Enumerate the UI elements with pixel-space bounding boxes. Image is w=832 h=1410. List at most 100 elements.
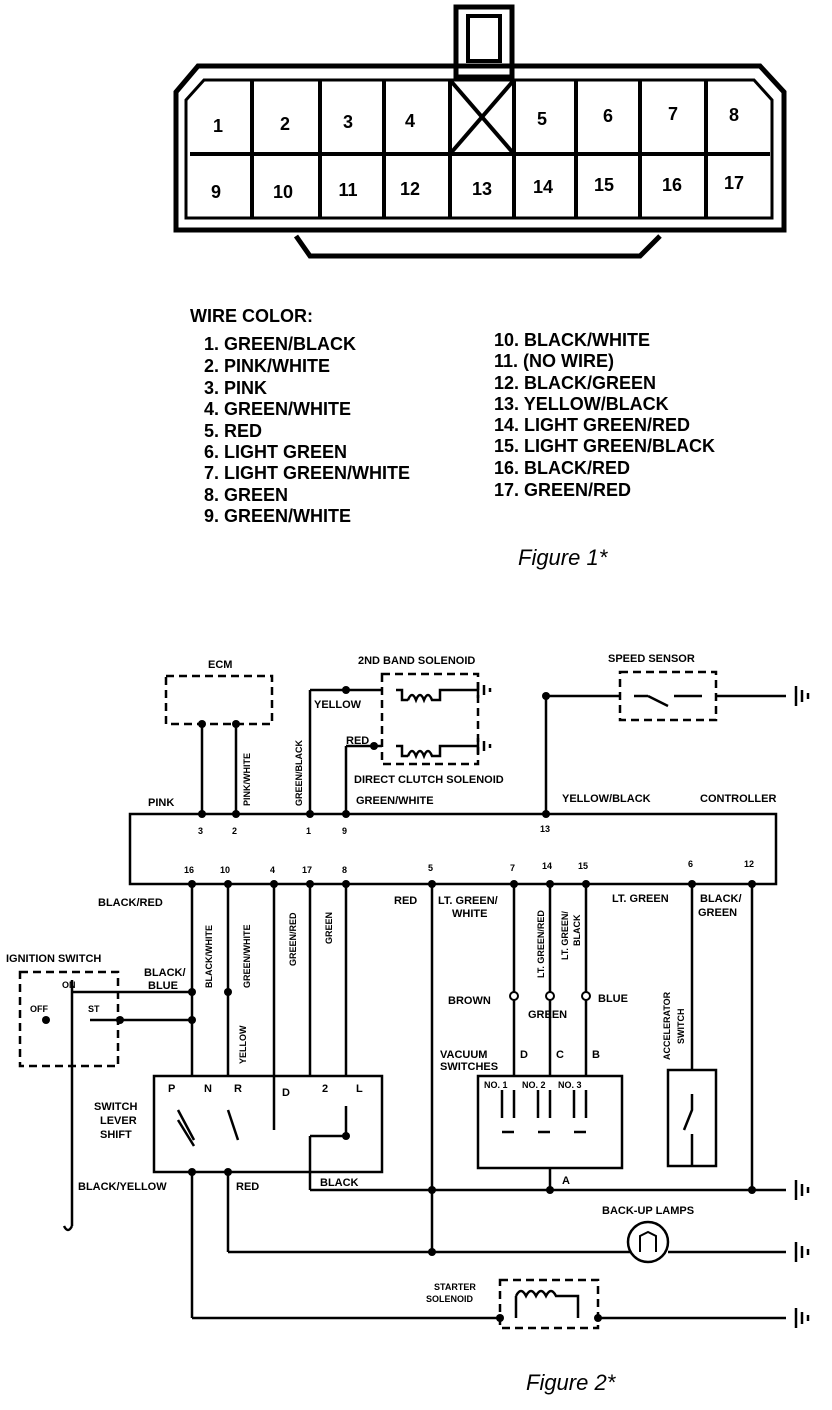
legend-item: 7. LIGHT GREEN/WHITE <box>204 463 410 483</box>
pin-17: 17 <box>724 173 744 193</box>
wire-black-lower: BLACK <box>320 1177 359 1189</box>
legend-item: 1. GREEN/BLACK <box>204 334 356 354</box>
ground-icon <box>794 686 810 706</box>
ground-icon <box>794 1180 810 1200</box>
wire-black-green-2: GREEN <box>698 907 737 919</box>
bottom-pin: 15 <box>578 861 588 871</box>
legend-item: 5. RED <box>204 421 262 441</box>
lever-d: D <box>282 1087 290 1099</box>
backup-lamps-label: BACK-UP LAMPS <box>602 1205 694 1217</box>
legend-title: WIRE COLOR: <box>190 306 313 326</box>
wire-green-white-top: GREEN/WHITE <box>356 795 434 807</box>
wire-lt-green-white-1: LT. GREEN/ <box>438 895 498 907</box>
legend-item: 4. GREEN/WHITE <box>204 399 351 419</box>
legend-item: 12. BLACK/GREEN <box>494 373 656 393</box>
wire-yellow-black: YELLOW/BLACK <box>562 793 651 805</box>
ground-icon <box>476 738 492 754</box>
pin-5: 5 <box>537 109 547 129</box>
controller-box <box>128 812 778 886</box>
vacuum-letter-c: C <box>556 1049 564 1061</box>
connector-pin-numbers: 1 2 3 4 5 6 7 8 9 10 11 12 13 14 15 16 1… <box>211 104 744 202</box>
ecm-box <box>164 674 274 726</box>
schematic-labels: ECM 2ND BAND SOLENOID SPEED SENSOR DIREC… <box>6 653 776 1304</box>
wire-black-green-1: BLACK/ <box>700 893 742 905</box>
vacuum-switches-label-1: VACUUM <box>440 1049 487 1061</box>
pin-14: 14 <box>533 177 553 197</box>
wire-black-blue-1: BLACK/ <box>144 967 186 979</box>
legend-item: 17. GREEN/RED <box>494 480 631 500</box>
ecm-label: ECM <box>208 659 232 671</box>
lamp-icon <box>639 1230 657 1252</box>
ground-symbols <box>476 682 810 1328</box>
wire-pink: PINK <box>148 797 174 809</box>
wire-color-legend: WIRE COLOR: 1. GREEN/BLACK 2. PINK/WHITE… <box>190 306 715 526</box>
bottom-pin: 4 <box>270 865 275 875</box>
ground-icon <box>794 1308 810 1328</box>
bottom-pin: 14 <box>542 861 552 871</box>
figure-1-caption: Figure 1* <box>518 545 609 570</box>
pin-2: 2 <box>280 114 290 134</box>
accelerator-switch-label-1: ACCELERATOR <box>662 991 672 1060</box>
top-pin: 1 <box>306 826 311 836</box>
pin-8: 8 <box>729 105 739 125</box>
band-solenoid-label: 2ND BAND SOLENOID <box>358 655 475 667</box>
figure-2-caption: Figure 2* <box>526 1370 617 1395</box>
bottom-pin: 10 <box>220 865 230 875</box>
wire-red-bottom: RED <box>394 895 417 907</box>
legend-item: 15. LIGHT GREEN/BLACK <box>494 436 715 456</box>
legend-item: 9. GREEN/WHITE <box>204 506 351 526</box>
wire-green: GREEN <box>324 912 334 944</box>
legend-item: 2. PINK/WHITE <box>204 356 330 376</box>
vacuum-letter-d: D <box>520 1049 528 1061</box>
label-a: A <box>562 1175 570 1187</box>
accelerator-switch-label-2: SWITCH <box>676 1009 686 1045</box>
wire-black-white: BLACK/WHITE <box>204 925 214 988</box>
wire-green-white-bottom: GREEN/WHITE <box>242 924 252 988</box>
pin-12: 12 <box>400 179 420 199</box>
wire-lt-green-white-2: WHITE <box>452 908 487 920</box>
wire-red: RED <box>346 735 369 747</box>
switch-lever-shift-3: SHIFT <box>100 1129 132 1141</box>
wire-green-vac: GREEN <box>528 1009 567 1021</box>
wire-green-red: GREEN/RED <box>288 912 298 966</box>
legend-item: 6. LIGHT GREEN <box>204 442 347 462</box>
vacuum-no-3: NO. 3 <box>558 1080 582 1090</box>
top-pin: 9 <box>342 826 347 836</box>
vacuum-no-2: NO. 2 <box>522 1080 546 1090</box>
pin-13: 13 <box>472 179 492 199</box>
switch-lever-shift-1: SWITCH <box>94 1101 137 1113</box>
wire-lt-green: LT. GREEN <box>612 893 669 905</box>
wire-black-yellow: BLACK/YELLOW <box>78 1181 167 1193</box>
junction-dots <box>42 686 756 1322</box>
controller-label: CONTROLLER <box>700 793 776 805</box>
ignition-on: ON <box>62 980 76 990</box>
lever-p: P <box>168 1083 175 1095</box>
pin-7: 7 <box>668 104 678 124</box>
ignition-off: OFF <box>30 1004 48 1014</box>
vacuum-letter-b: B <box>592 1049 600 1061</box>
pin-3: 3 <box>343 112 353 132</box>
connector-figure <box>173 4 787 259</box>
pin-16: 16 <box>662 175 682 195</box>
wire-yellow-lever: YELLOW <box>238 1025 248 1064</box>
wire-blue: BLUE <box>598 993 628 1005</box>
bottom-pin: 7 <box>510 863 515 873</box>
pin-1: 1 <box>213 116 223 136</box>
ground-icon <box>476 682 492 698</box>
lever-n: N <box>204 1083 212 1095</box>
wire-brown: BROWN <box>448 995 491 1007</box>
legend-item: 11. (NO WIRE) <box>494 351 614 371</box>
top-pin: 2 <box>232 826 237 836</box>
wire-black-red: BLACK/RED <box>98 897 163 909</box>
wire-green-black: GREEN/BLACK <box>294 739 304 806</box>
lever-l: L <box>356 1083 363 1095</box>
wire-lt-green-black-2: BLACK <box>572 914 582 946</box>
vacuum-switches-label-2: SWITCHES <box>440 1061 498 1073</box>
legend-item: 16. BLACK/RED <box>494 458 630 478</box>
ignition-st: ST <box>88 1004 100 1014</box>
wire-yellow: YELLOW <box>314 699 362 711</box>
clutch-solenoid-label: DIRECT CLUTCH SOLENOID <box>354 774 504 786</box>
pin-10: 10 <box>273 182 293 202</box>
pin-6: 6 <box>603 106 613 126</box>
bottom-pin: 17 <box>302 865 312 875</box>
